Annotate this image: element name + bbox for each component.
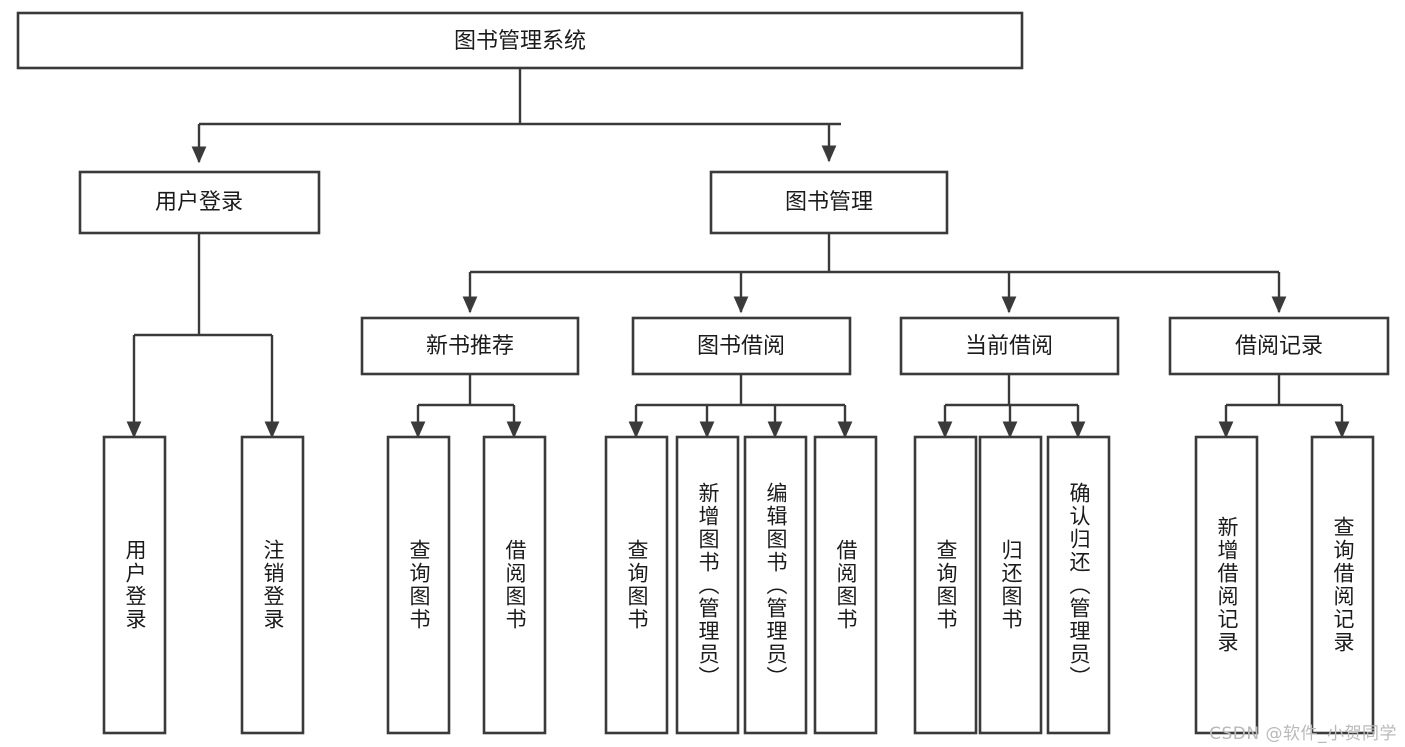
node-user-login-label: 用户登录: [155, 190, 243, 215]
node-root-box[interactable]: [16, 11, 1024, 70]
leaf-box-logout[interactable]: [240, 435, 305, 735]
leaf-box-borrow-book-2[interactable]: [813, 435, 878, 735]
leaf-box-query-book-1[interactable]: [386, 435, 451, 735]
node-borrow-record-box[interactable]: [1168, 316, 1390, 376]
connector-root-to-level2: [191, 69, 841, 164]
connector-bookborrow-to-leaves: [628, 375, 853, 439]
watermark-text: CSDN @软件_小贺同学: [1209, 724, 1397, 744]
connector-borrowrecord-to-leaves: [1218, 375, 1350, 439]
node-book-borrow-box[interactable]: [631, 316, 852, 376]
node-book-management-label: 图书管理: [785, 190, 873, 215]
node-new-book-recommend-label: 新书推荐: [426, 334, 514, 359]
leaf-box-borrow-book-1[interactable]: [482, 435, 547, 735]
connector-bookmgmt-to-level3: [462, 233, 1287, 314]
connector-currentborrow-to-leaves: [937, 375, 1086, 439]
leaf-box-query-book-2[interactable]: [604, 435, 669, 735]
leaf-box-user-login[interactable]: [102, 435, 167, 735]
node-book-management-box[interactable]: [709, 170, 949, 235]
node-current-borrow-label: 当前借阅: [965, 334, 1053, 359]
leaf-box-query-book-3[interactable]: [913, 435, 978, 735]
leaf-box-add-borrow-record[interactable]: [1194, 435, 1259, 735]
leaf-box-return-book[interactable]: [978, 435, 1043, 735]
node-borrow-record-label: 借阅记录: [1235, 334, 1323, 359]
leaf-box-add-book-admin[interactable]: [675, 435, 740, 735]
leaf-box-confirm-return-admin[interactable]: [1046, 435, 1111, 735]
connector-userlogin-to-leaves: [126, 233, 280, 439]
leaf-box-query-borrow-record[interactable]: [1310, 435, 1375, 735]
leaf-box-edit-book-admin[interactable]: [743, 435, 808, 735]
connector-newbook-to-leaves: [410, 375, 522, 439]
node-new-book-recommend-box[interactable]: [360, 316, 580, 376]
node-root-label: 图书管理系统: [454, 29, 586, 54]
node-user-login-box[interactable]: [78, 170, 321, 235]
node-book-borrow-label: 图书借阅: [697, 334, 785, 359]
node-current-borrow-box[interactable]: [899, 316, 1120, 376]
